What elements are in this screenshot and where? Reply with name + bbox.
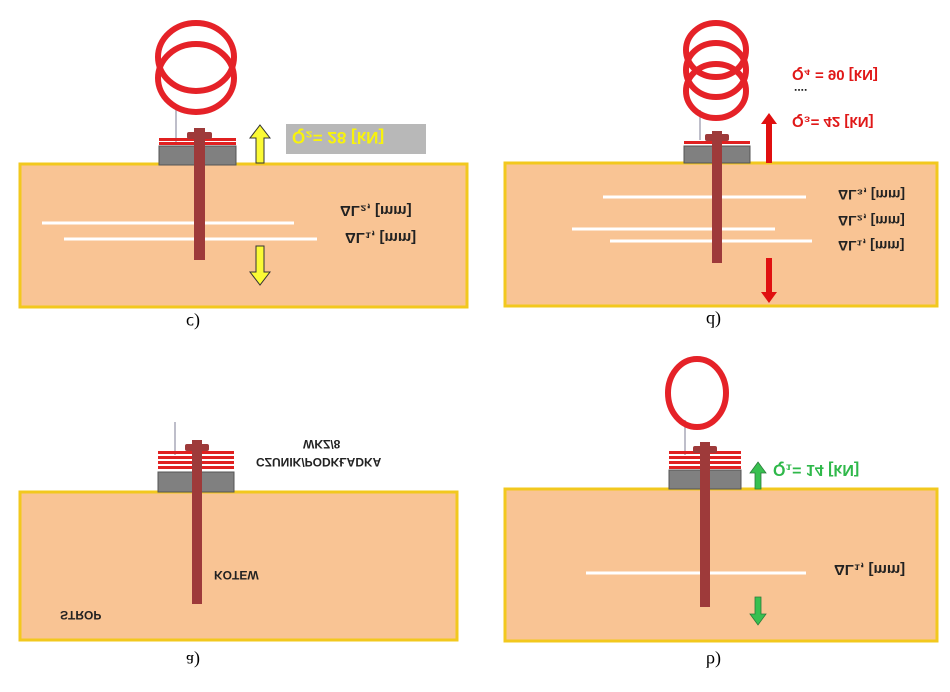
label-panel-d: d): [706, 311, 721, 331]
crack-label-c-1: ΔL₂, [mm]: [340, 202, 412, 219]
rod-c: [194, 128, 205, 260]
crack-label-c-2: ΔL₁, [mm]: [345, 229, 417, 246]
crack-label-d-2: ΔL₂, [mm]: [838, 213, 905, 229]
panel-a: [18, 422, 459, 642]
ring-c-1: [155, 20, 237, 94]
rod-b: [700, 442, 710, 607]
rod-label: KOTEW: [214, 568, 259, 582]
nut-a: [185, 444, 209, 451]
force-label-b: Q₁= 14 [kN]: [773, 461, 860, 478]
label-panel-a: a): [186, 651, 200, 671]
rod-d: [712, 131, 722, 263]
slab-a: [18, 490, 459, 642]
arrow-up-red-d: [761, 113, 777, 163]
force-label-c: Q₂= 28 [kN]: [292, 128, 385, 147]
crack-label-d-3: ΔL₁, [mm]: [838, 238, 905, 254]
arrow-up-yellow-c: [248, 124, 272, 164]
crack-label-b-1: ΔL₁, [mm]: [834, 561, 906, 578]
anchor-type-label: WKZ/8: [303, 437, 341, 451]
crack-label-d-1: ΔL₃, [mm]: [838, 187, 906, 203]
arrow-down-green-b: [749, 596, 767, 626]
ring-d-3: [683, 61, 749, 121]
label-panel-c: c): [186, 313, 200, 333]
anchor-sub-label: CZUNIK/PODKŁADKA: [256, 455, 382, 469]
rod-a: [192, 440, 202, 604]
force-label-d-top: Q₄ = 90 [kN]: [792, 66, 878, 83]
ring-d-2: [683, 40, 749, 100]
nut-d: [705, 134, 729, 141]
label-panel-b: b): [706, 651, 721, 671]
nut-b: [693, 446, 717, 453]
slab-label: STROP: [60, 608, 102, 622]
panel-d: [503, 20, 939, 308]
ring-c-2: [155, 41, 237, 115]
ring-b-1: [665, 356, 729, 430]
arrow-up-green-b: [749, 461, 767, 490]
slab-b: [503, 487, 939, 643]
arrow-down-yellow-c: [248, 245, 272, 286]
nut-c: [187, 132, 212, 139]
ring-d-1: [683, 20, 749, 80]
force-box-c: [286, 124, 426, 154]
panel-c: [18, 20, 469, 309]
arrow-down-red-d: [761, 258, 777, 303]
force-label-d: Q₃= 42 [kN]: [792, 113, 874, 130]
slab-c: [18, 162, 469, 309]
dots-d: ....: [794, 86, 808, 100]
panel-b: [503, 356, 939, 643]
